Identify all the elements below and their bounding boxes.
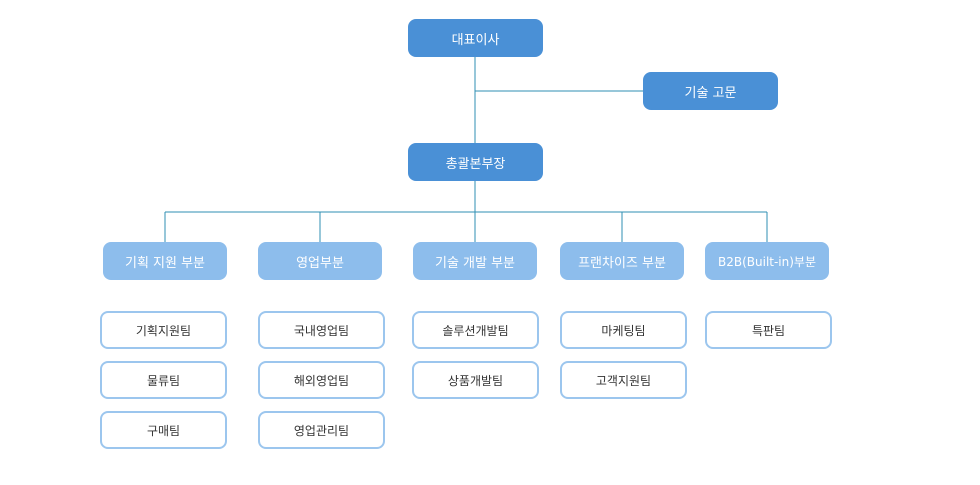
team-product-development: 상품개발팀 — [412, 361, 539, 399]
division-franchise: 프랜차이즈 부분 — [560, 242, 684, 280]
team-logistics: 물류팀 — [100, 361, 227, 399]
team-planning-support: 기획지원팀 — [100, 311, 227, 349]
division-sales: 영업부분 — [258, 242, 382, 280]
team-special-sales: 특판팀 — [705, 311, 832, 349]
division-tech-development: 기술 개발 부분 — [413, 242, 537, 280]
team-customer-support: 고객지원팀 — [560, 361, 687, 399]
division-planning-support: 기획 지원 부분 — [103, 242, 227, 280]
team-solution-development: 솔루션개발팀 — [412, 311, 539, 349]
team-overseas-sales: 해외영업팀 — [258, 361, 385, 399]
general-manager-box: 총괄본부장 — [408, 143, 543, 181]
team-domestic-sales: 국내영업팀 — [258, 311, 385, 349]
advisor-box: 기술 고문 — [643, 72, 778, 110]
team-marketing: 마케팅팀 — [560, 311, 687, 349]
division-b2b: B2B(Built-in)부분 — [705, 242, 829, 280]
ceo-box: 대표이사 — [408, 19, 543, 57]
team-purchasing: 구매팀 — [100, 411, 227, 449]
team-sales-management: 영업관리팀 — [258, 411, 385, 449]
